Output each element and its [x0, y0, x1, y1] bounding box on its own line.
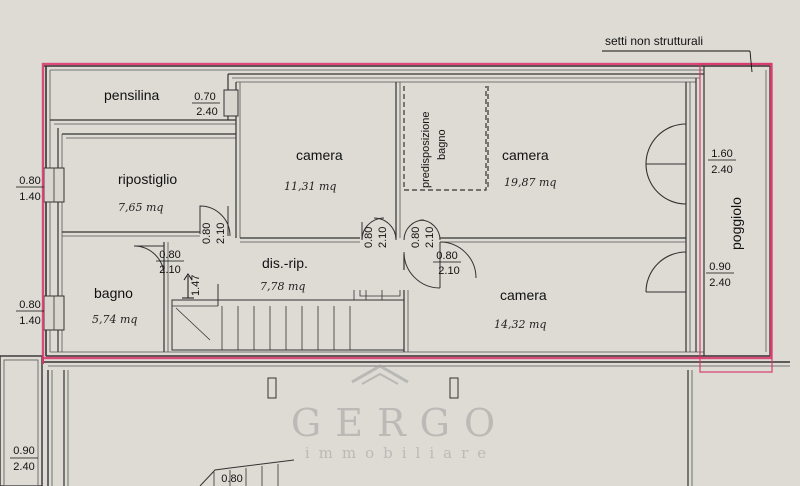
room-predisposizione-bagno: bagno [436, 129, 448, 160]
dim-win-bagno-w: 0.80 [19, 299, 40, 311]
dim-stair-small: 1.47 [190, 275, 202, 296]
lower-mid-width: 0.80 [221, 473, 242, 485]
dim-pensilina-w: 0.70 [194, 91, 215, 103]
dim-door-cam1-h: 2.10 [377, 227, 389, 248]
area-camera-nw: 11,31 mq [284, 180, 336, 193]
dim-door-cam1-w: 0.80 [363, 227, 375, 248]
watermark-tagline: immobiliare [305, 444, 495, 462]
dim-pogg1-h: 2.40 [711, 164, 732, 176]
area-dis-rip: 7,78 mq [260, 280, 305, 293]
dim-pogg2-h: 2.40 [709, 277, 730, 289]
area-bagno: 5,74 mq [92, 313, 137, 326]
watermark-brand: GERGO [291, 401, 509, 445]
dim-pensilina-h: 2.40 [196, 106, 217, 118]
room-dis-rip: dis.-rip. [262, 255, 308, 271]
room-pensilina: pensilina [104, 87, 159, 103]
dim-door-cam3-w: 0.80 [436, 250, 457, 262]
lower-unit-walls [0, 355, 790, 486]
dim-win-rip-h: 1.40 [19, 191, 40, 203]
room-camera-s: camera [500, 287, 547, 303]
note-label: setti non strutturali [605, 34, 703, 48]
room-poggiolo: poggiolo [728, 197, 744, 250]
dim-door-cam2-w: 0.80 [410, 227, 422, 248]
doors [43, 89, 687, 331]
dim-door-rip-w: 0.80 [201, 223, 213, 244]
dim-pogg1-w: 1.60 [711, 148, 732, 160]
lower-left-width: 0.90 [13, 445, 34, 457]
outer-walls [44, 65, 771, 357]
dim-win-bagno-h: 1.40 [19, 315, 40, 327]
dim-door-bagno-w: 0.80 [159, 249, 180, 261]
dim-door-bagno-h: 2.10 [159, 264, 180, 276]
area-camera-ne: 19,87 mq [504, 176, 556, 189]
internal-walls [62, 82, 686, 352]
area-ripostiglio: 7,65 mq [118, 201, 163, 214]
highlight-outline [41, 62, 773, 373]
area-camera-s: 14,32 mq [494, 318, 546, 331]
staircase [171, 273, 405, 351]
dim-door-cam2-h: 2.10 [424, 227, 436, 248]
lower-staircase [199, 459, 295, 486]
watermark: GERGO immobiliare [291, 364, 509, 462]
lower-left-height: 2.40 [13, 461, 34, 473]
dim-win-rip-w: 0.80 [19, 175, 40, 187]
room-bagno: bagno [94, 285, 133, 301]
dim-door-rip-h: 2.10 [215, 223, 227, 244]
dim-pogg2-w: 0.90 [709, 261, 730, 273]
room-camera-nw: camera [296, 147, 343, 163]
room-camera-ne: camera [502, 147, 549, 163]
dim-door-cam3-h: 2.10 [438, 265, 459, 277]
room-ripostiglio: ripostiglio [118, 171, 177, 187]
room-predisposizione: predisposizione [420, 112, 432, 188]
